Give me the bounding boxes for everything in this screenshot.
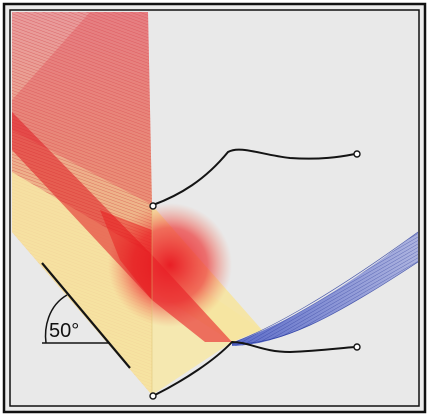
angle-marker: 50° bbox=[41, 262, 131, 369]
electrode-wire-upper bbox=[149, 148, 361, 210]
angle-leg-slanted bbox=[41, 262, 131, 369]
electrode-wire-lower bbox=[149, 340, 361, 400]
terminal-upper-right bbox=[353, 150, 361, 158]
angle-arc bbox=[44, 294, 68, 344]
terminal-lower-right bbox=[353, 343, 361, 351]
terminal-upper-left bbox=[149, 202, 157, 210]
angle-label: 50° bbox=[49, 320, 79, 342]
transmitted-ray-fan bbox=[231, 231, 419, 346]
terminal-lower-left bbox=[149, 392, 157, 400]
beam-core bbox=[12, 112, 232, 342]
